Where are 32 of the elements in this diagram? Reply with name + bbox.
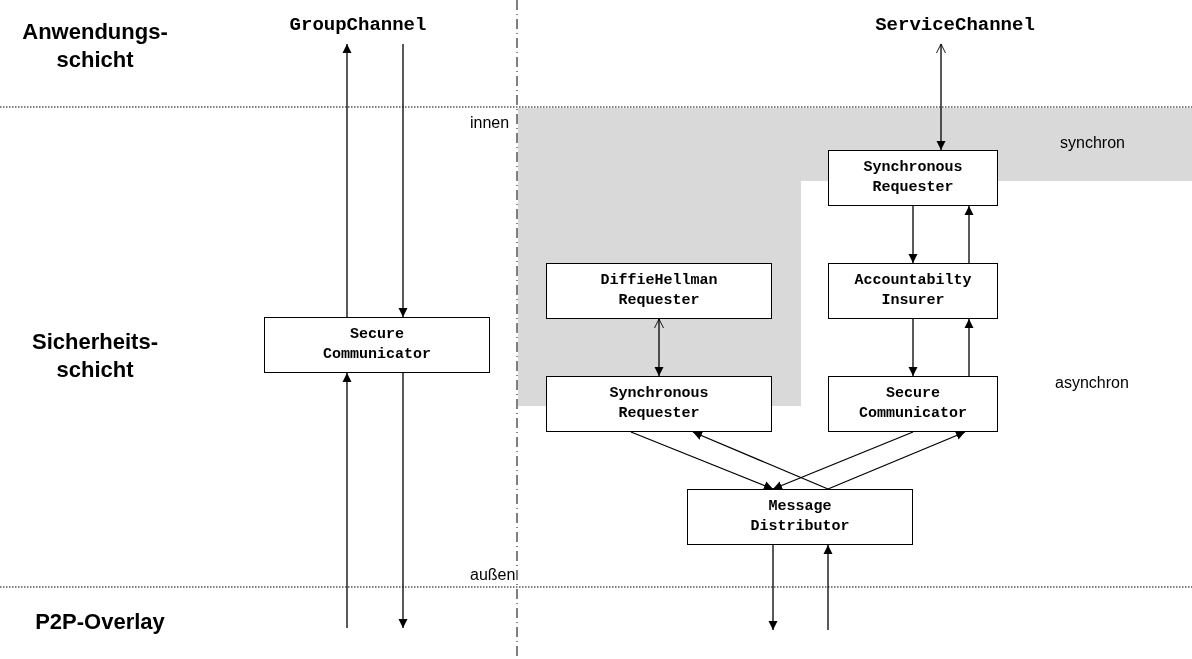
arrow — [342, 372, 352, 629]
arrow — [908, 318, 918, 377]
layer-label: P2P-Overlay — [34, 608, 166, 636]
component-box: Message Distributor — [687, 489, 913, 545]
arrow — [964, 318, 974, 377]
component-box: Secure Communicator — [264, 317, 490, 373]
arrow — [398, 43, 408, 318]
arrow — [630, 431, 774, 490]
component-box: Synchronous Requester — [828, 150, 998, 206]
arrow — [827, 431, 966, 490]
layer-label: Sicherheits- schicht — [31, 328, 159, 383]
arrow — [398, 372, 408, 629]
component-box: Synchronous Requester — [546, 376, 772, 432]
region-label: synchron — [1060, 134, 1125, 152]
arrow — [964, 205, 974, 264]
channel-label: GroupChannel — [288, 8, 428, 44]
region-label: asynchron — [1055, 374, 1129, 392]
arrow — [908, 205, 918, 264]
component-box: Accountabilty Insurer — [828, 263, 998, 319]
arrow — [823, 544, 833, 631]
layer-label: Anwendungs- schicht — [21, 18, 169, 73]
arrow — [342, 43, 352, 318]
arrow — [772, 431, 914, 490]
arrow — [768, 544, 778, 631]
channel-label: ServiceChannel — [860, 8, 1050, 44]
arrow — [936, 43, 946, 151]
region-label: innen — [470, 114, 510, 132]
component-box: DiffieHellman Requester — [546, 263, 772, 319]
arrow — [692, 431, 829, 490]
region-label: außen — [470, 566, 516, 584]
arrow — [654, 318, 664, 377]
component-box: Secure Communicator — [828, 376, 998, 432]
